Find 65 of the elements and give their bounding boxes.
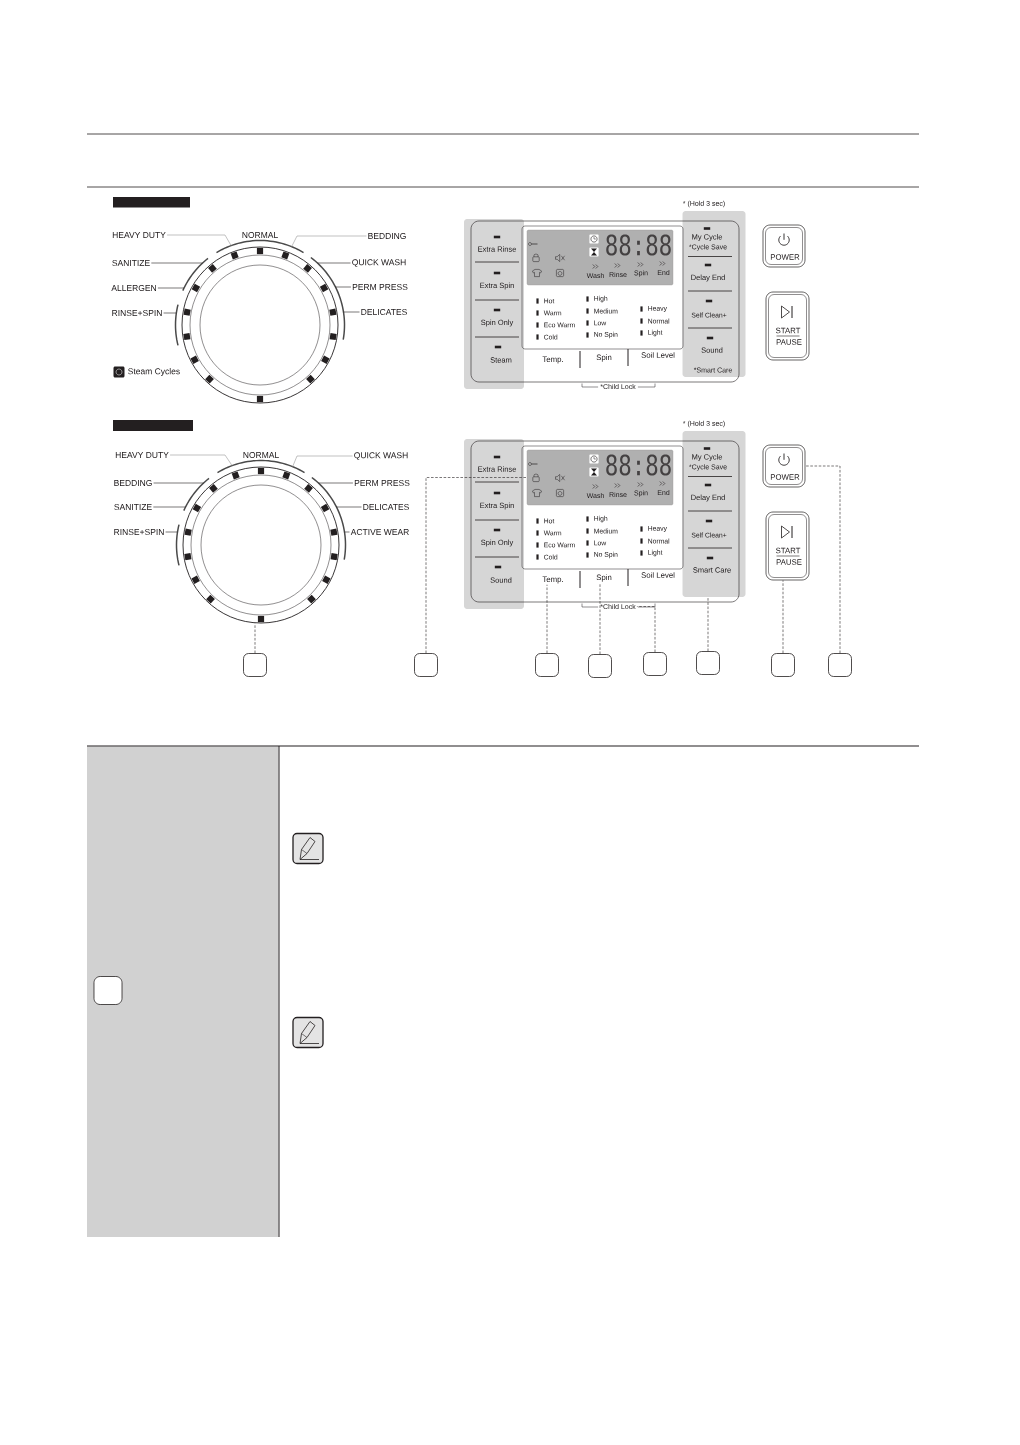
- indicator-panel: [521, 445, 684, 570]
- callout-box: [696, 651, 720, 675]
- program-label: DELICATES: [363, 504, 409, 510]
- callout-box: [643, 652, 667, 676]
- leader-line: [805, 465, 841, 654]
- program-label: BEDDING: [368, 233, 406, 239]
- program-label: SANITIZE: [112, 260, 150, 266]
- lcd-display: [526, 449, 674, 506]
- callout-box: [771, 653, 795, 677]
- leader-line: [707, 596, 709, 652]
- program-label: QUICK WASH: [352, 259, 406, 267]
- callout-box: [414, 653, 438, 677]
- leader-line: [153, 482, 204, 484]
- leader-line: [292, 455, 353, 467]
- program-label: HEAVY DUTY: [112, 232, 166, 238]
- program-label: RINSE+SPIN: [112, 310, 162, 316]
- leader-line: [166, 234, 232, 246]
- leader-line: [163, 312, 177, 314]
- leader-line: [546, 584, 548, 654]
- control-panel: [470, 220, 740, 383]
- leader-line: [153, 506, 186, 508]
- leader-line: [425, 477, 528, 654]
- callout-box: [828, 653, 852, 677]
- indicator-panel: [521, 225, 684, 350]
- program-label: RINSE+SPIN: [114, 529, 164, 535]
- program-dial: [175, 459, 347, 624]
- button-column: [682, 211, 746, 377]
- digit-readout: 88:88: [606, 234, 671, 256]
- callout-box: [93, 976, 123, 1005]
- leader-line: [599, 582, 601, 655]
- program-label: ALLERGEN: [111, 285, 156, 291]
- digit-readout: 88:88: [606, 454, 671, 476]
- leader-line: [344, 531, 350, 533]
- program-label: HEAVY DUTY: [115, 452, 169, 458]
- control-panel: [470, 440, 740, 603]
- legend-label: Steam Cycles: [128, 368, 180, 376]
- program-label: DELICATES: [361, 309, 407, 315]
- button-column: [464, 219, 524, 389]
- button-column: [464, 439, 524, 609]
- program-label: NORMAL: [242, 232, 278, 238]
- leader-line: [782, 580, 784, 654]
- program-label: PERM PRESS: [352, 284, 408, 290]
- leader-line: [165, 531, 178, 533]
- callout-box: [535, 653, 559, 677]
- leader-line: [335, 286, 352, 288]
- leader-line: [636, 606, 656, 653]
- leader-line: [291, 235, 367, 247]
- program-label: PERM PRESS: [354, 480, 410, 486]
- leader-line: [157, 287, 185, 289]
- lcd-display: [526, 229, 674, 286]
- leader-line: [318, 482, 354, 484]
- program-label: QUICK WASH: [354, 452, 408, 460]
- button-column: [682, 431, 746, 597]
- leader-line: [336, 506, 362, 508]
- leader-line: [169, 454, 233, 466]
- program-label: BEDDING: [114, 480, 152, 486]
- leader-line: [343, 311, 360, 313]
- program-label: ACTIVE WEAR: [350, 529, 409, 535]
- callout-box: [243, 653, 267, 677]
- leader-line: [151, 262, 203, 264]
- leader-line: [317, 262, 351, 264]
- program-label: NORMAL: [243, 452, 279, 458]
- leader-line: [254, 623, 256, 654]
- callout-box: [588, 654, 612, 678]
- program-label: SANITIZE: [114, 504, 152, 510]
